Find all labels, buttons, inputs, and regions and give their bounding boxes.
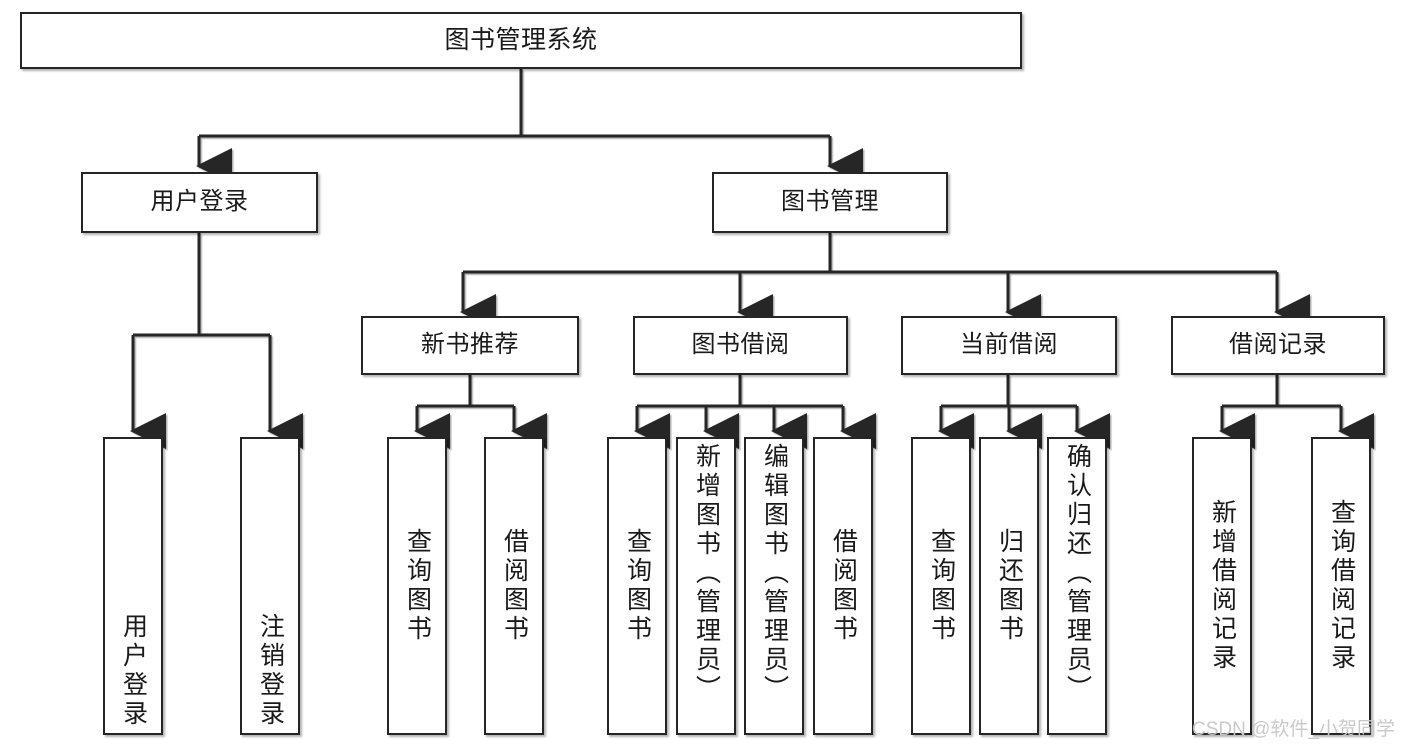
node-label: 用户登录 bbox=[119, 613, 148, 729]
node-label: 编辑图书（管理员） bbox=[760, 443, 789, 704]
leaf-current-borrow-return-book[interactable]: 归还图书 bbox=[979, 437, 1039, 735]
node-label: 图书管理系统 bbox=[444, 25, 598, 54]
node-label: 借阅图书 bbox=[829, 528, 858, 644]
node-label: 借阅记录 bbox=[1229, 331, 1327, 359]
node-label: 新增借阅记录 bbox=[1208, 499, 1237, 673]
node-label: 查询借阅记录 bbox=[1327, 499, 1356, 673]
leaf-book-borrow-edit-book-admin[interactable]: 编辑图书（管理员） bbox=[744, 437, 804, 735]
node-label: 图书借阅 bbox=[691, 331, 790, 359]
csdn-watermark: CSDN @软件_小贺同学 bbox=[1192, 719, 1395, 740]
node-label: 借阅图书 bbox=[500, 528, 529, 644]
leaf-user-login-login[interactable]: 用户登录 bbox=[103, 437, 163, 735]
node-label: 新书推荐 bbox=[421, 331, 519, 359]
node-label: 查询图书 bbox=[927, 528, 956, 644]
leaf-book-borrow-query-book[interactable]: 查询图书 bbox=[607, 437, 667, 735]
leaf-current-borrow-query-book[interactable]: 查询图书 bbox=[911, 437, 971, 735]
node-label: 查询图书 bbox=[403, 528, 432, 644]
leaf-new-book-query-book[interactable]: 查询图书 bbox=[387, 437, 447, 735]
node-user-login[interactable]: 用户登录 bbox=[81, 172, 318, 233]
node-label: 图书管理 bbox=[781, 188, 879, 216]
node-root-book-management-system[interactable]: 图书管理系统 bbox=[20, 12, 1022, 69]
node-label: 确认归还（管理员） bbox=[1063, 443, 1092, 704]
leaf-new-book-borrow-book[interactable]: 借阅图书 bbox=[484, 437, 544, 735]
node-new-book-recommend[interactable]: 新书推荐 bbox=[361, 316, 579, 375]
node-label: 用户登录 bbox=[150, 188, 249, 216]
leaf-user-login-logout[interactable]: 注销登录 bbox=[240, 437, 300, 735]
node-book-management[interactable]: 图书管理 bbox=[712, 172, 948, 233]
leaf-borrow-record-query-record[interactable]: 查询借阅记录 bbox=[1311, 437, 1371, 735]
node-borrow-record[interactable]: 借阅记录 bbox=[1171, 316, 1385, 375]
leaf-borrow-record-add-record[interactable]: 新增借阅记录 bbox=[1192, 437, 1252, 735]
leaf-current-borrow-confirm-return-admin[interactable]: 确认归还（管理员） bbox=[1047, 437, 1107, 735]
node-label: 归还图书 bbox=[995, 528, 1024, 644]
leaf-book-borrow-borrow-book[interactable]: 借阅图书 bbox=[813, 437, 873, 735]
node-current-borrow[interactable]: 当前借阅 bbox=[901, 316, 1117, 375]
leaf-book-borrow-add-book-admin[interactable]: 新增图书（管理员） bbox=[676, 437, 736, 735]
node-label: 新增图书（管理员） bbox=[692, 443, 721, 704]
node-book-borrow[interactable]: 图书借阅 bbox=[633, 316, 848, 375]
node-label: 当前借阅 bbox=[960, 331, 1058, 359]
node-label: 查询图书 bbox=[623, 528, 652, 644]
node-label: 注销登录 bbox=[256, 613, 285, 729]
